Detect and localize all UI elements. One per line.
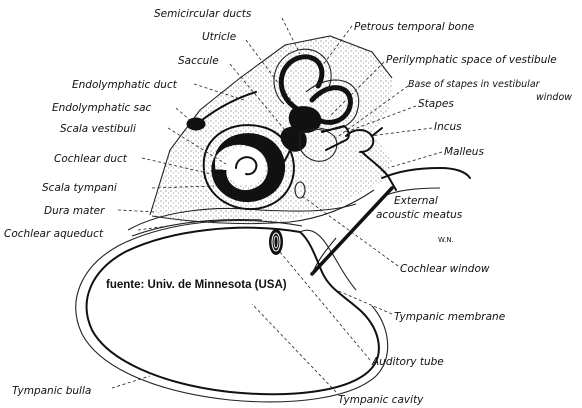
label-dura-mater: Dura mater (44, 205, 105, 217)
dura-mater-layer-2 (131, 218, 263, 237)
endolymphatic-duct (201, 91, 257, 121)
label-tympanic-bulla: Tympanic bulla (12, 385, 91, 397)
label-scala-tympani: Scala tympani (42, 182, 117, 194)
label-window: window (536, 92, 572, 103)
label-utricle: Utricle (202, 31, 236, 43)
tympanic-bulla-wall (75, 219, 389, 403)
auditory-tube-opening (269, 229, 283, 255)
label-stapes: Stapes (418, 98, 454, 110)
source-credit: fuente: Univ. de Minnesota (USA) (106, 279, 287, 291)
label-tympanic-membrane: Tympanic membrane (394, 311, 505, 323)
label-base-of-stapes: Base of stapes in vestibular (408, 79, 541, 90)
label-external: External (394, 195, 438, 207)
label-saccule: Saccule (178, 55, 219, 67)
label-tympanic-cavity: Tympanic cavity (338, 394, 424, 406)
external-acoustic-meatus (381, 167, 471, 179)
label-incus: Incus (434, 121, 462, 133)
leader-lines (111, 17, 443, 393)
petrous-bone-outline (149, 35, 393, 216)
endolymphatic-sac (186, 117, 206, 131)
label-cochlear-duct: Cochlear duct (54, 153, 128, 165)
signature: W.N. (438, 236, 454, 244)
cochlear-duct-spiral-outer (211, 133, 285, 203)
auditory-tube-ring (271, 232, 281, 252)
label-perilymphatic-space: Perilymphatic space of vestibule (386, 54, 557, 66)
label-semicircular-ducts: Semicircular ducts (154, 8, 252, 20)
label-auditory-tube: Auditory tube (371, 356, 444, 368)
tympanic-cavity-roof (299, 229, 357, 291)
dura-mater-layer (127, 203, 357, 231)
label-scala-vestibuli: Scala vestibuli (60, 123, 136, 135)
label-petrous-temporal-bone: Petrous temporal bone (354, 21, 474, 33)
cochlear-window (294, 181, 306, 199)
label-acoustic-meatus: acoustic meatus (376, 209, 463, 221)
label-cochlear-window: Cochlear window (400, 263, 490, 275)
cochlea (202, 124, 295, 211)
label-endolymphatic-duct: Endolymphatic duct (72, 79, 178, 91)
tympanic-bulla (85, 226, 380, 396)
label-malleus: Malleus (444, 146, 484, 158)
label-cochlear-aqueduct: Cochlear aqueduct (4, 228, 104, 240)
vestibule (299, 128, 338, 162)
utricle (288, 106, 322, 133)
bone-lower-edge (151, 189, 375, 225)
label-endolymphatic-sac: Endolymphatic sac (52, 102, 152, 114)
tympanic-membrane (310, 186, 394, 276)
